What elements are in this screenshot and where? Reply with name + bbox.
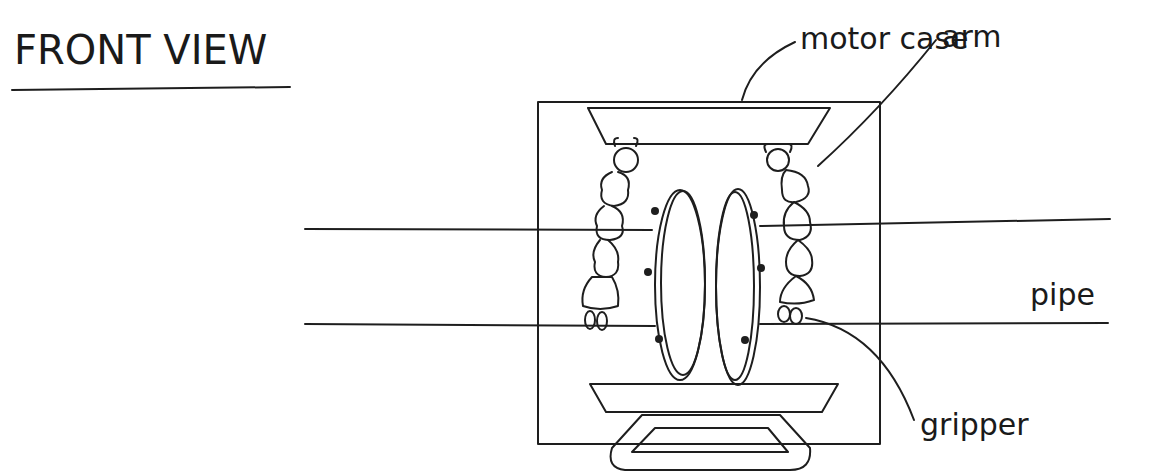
left-arm [582, 138, 638, 330]
motor-case-shape [588, 108, 830, 144]
stand-inner [632, 428, 788, 452]
leader-line [742, 42, 795, 100]
clamp-ring [661, 191, 705, 375]
right-arm [764, 144, 814, 324]
ring-dots [644, 207, 765, 344]
clamp-ring [716, 192, 754, 380]
stand-outer [611, 415, 811, 470]
part-label: gripper [920, 408, 1029, 441]
pipe-line [305, 229, 652, 230]
part-label: arm [942, 20, 1001, 53]
clamp-ring [655, 190, 705, 380]
leader-line [818, 40, 936, 166]
clamp-ring [716, 189, 760, 385]
title-underline [12, 87, 290, 90]
pipe-line [305, 324, 655, 326]
pipe-line [760, 323, 1108, 324]
pipe-line [760, 219, 1110, 226]
leader-line [806, 318, 914, 420]
view-title: FRONT VIEW [14, 28, 267, 72]
lower-case-shape [590, 384, 838, 412]
part-label: pipe [1030, 278, 1095, 311]
housing-frame [538, 102, 880, 444]
